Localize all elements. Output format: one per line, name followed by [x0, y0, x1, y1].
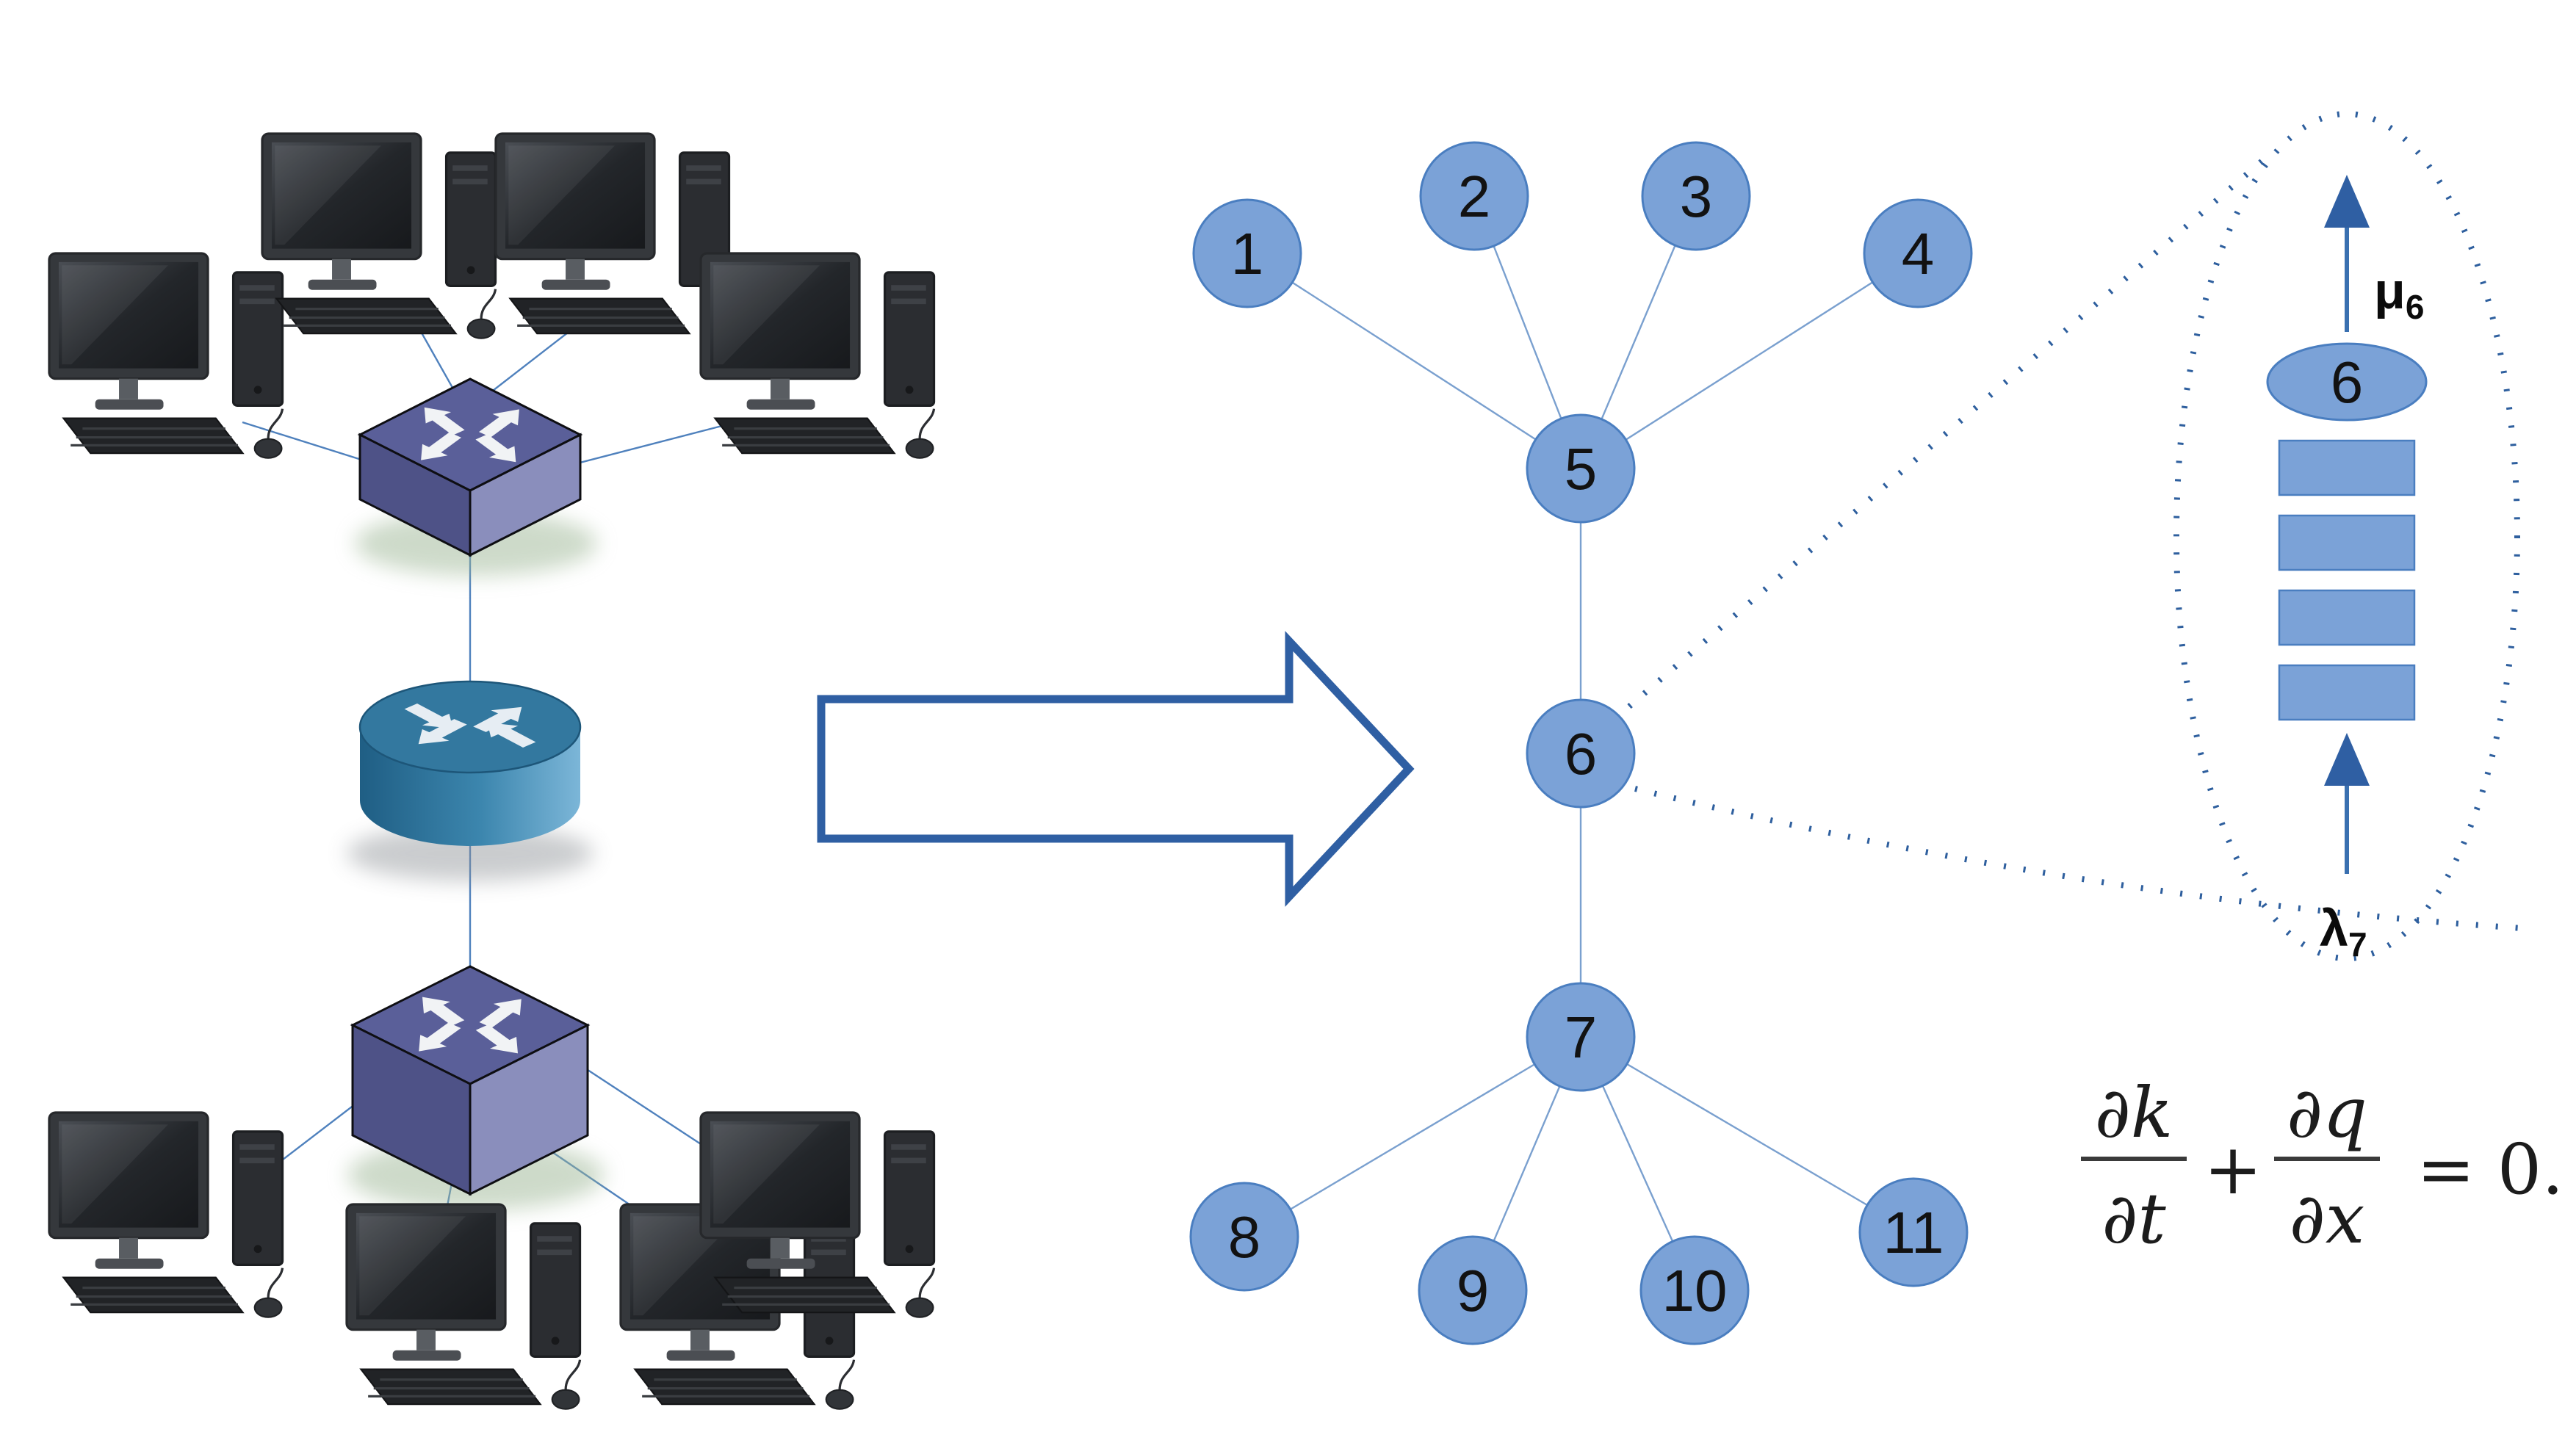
graph-node-4 — [1863, 198, 1973, 308]
equation-numerator-1: ∂k — [2095, 1073, 2173, 1154]
graph-node-label: 3 — [1680, 164, 1713, 229]
desktop-computer-icon — [494, 132, 731, 340]
graph-node-label: 6 — [1565, 721, 1598, 786]
graph-node-label: 9 — [1457, 1258, 1490, 1323]
graph-node-11 — [1858, 1177, 1969, 1287]
graph-node-label: 2 — [1458, 164, 1491, 229]
service-rate-label: μ6 — [2374, 262, 2424, 326]
router-top — [358, 680, 582, 774]
graph-nodes: 1 2 3 4 5 6 7 8 9 10 11 — [1189, 141, 1973, 1345]
callout-dotted-ellipse — [2173, 111, 2520, 961]
router-icon — [347, 680, 594, 881]
desktop-computer-icon — [48, 252, 284, 460]
right-block-arrow-icon — [817, 631, 1415, 907]
graph-edge — [1580, 252, 1919, 470]
graph-edge — [1580, 1035, 1914, 1234]
graph-node-1 — [1192, 198, 1302, 308]
graph-node-3 — [1641, 141, 1751, 251]
graph-node-8 — [1189, 1182, 1299, 1292]
switch-right-face — [469, 1023, 589, 1196]
graph-node-label: 8 — [1228, 1204, 1261, 1270]
network-switch-icon — [355, 377, 597, 576]
graph-node-10 — [1639, 1235, 1750, 1345]
desktop-computer-icon — [261, 132, 497, 340]
graph-node-9 — [1418, 1235, 1528, 1345]
arrival-rate-label: λ7 — [2320, 900, 2367, 963]
queue-slot — [2278, 439, 2416, 496]
graph-node-label: 11 — [1883, 1200, 1944, 1265]
graph-edge — [1244, 1035, 1581, 1238]
equation-denominator-2: ∂x — [2290, 1179, 2365, 1259]
arrival-arrow-icon — [2324, 733, 2370, 874]
graph-node-label: 4 — [1902, 221, 1935, 286]
desktop-computer-icon — [345, 1203, 582, 1411]
physical-network-illustration — [48, 132, 936, 1411]
queue-slot — [2278, 589, 2416, 646]
graph-node-5 — [1526, 413, 1636, 524]
queue-server-node-label: 6 — [2331, 350, 2364, 415]
queue-zoom-callout: μ6 6 λ7 — [1627, 111, 2523, 963]
queue-server-node — [2266, 342, 2428, 422]
queue-slot — [2278, 664, 2416, 721]
queue-buffer-slots — [2278, 439, 2416, 721]
graph-node-label: 7 — [1565, 1005, 1598, 1070]
equation-denominator-1: ∂t — [2101, 1179, 2166, 1259]
graph-node-label: 10 — [1662, 1258, 1728, 1323]
desktop-computer-icon — [699, 252, 936, 460]
graph-node-label: 1 — [1231, 221, 1264, 286]
graph-edge — [1246, 252, 1581, 470]
network-switch-icon — [347, 965, 605, 1210]
desktop-computer-icon — [48, 1111, 284, 1319]
router-shadow — [347, 825, 594, 881]
departure-arrow-icon — [2324, 175, 2370, 332]
equation-rhs: = 0. — [2417, 1129, 2564, 1210]
callout-connector-upper — [1627, 153, 2270, 709]
callout-connector-lower — [1634, 786, 2523, 931]
equation-plus-sign: + — [2204, 1129, 2262, 1210]
switch-right-face — [469, 433, 582, 557]
desktop-computer-icon — [699, 1111, 936, 1319]
graph-node-2 — [1419, 141, 1529, 251]
graph-node-7 — [1526, 982, 1636, 1092]
graph-node-6 — [1526, 698, 1636, 809]
flow-conservation-equation: ∂k ∂t + ∂q ∂x = 0. — [2081, 1073, 2564, 1259]
graph-node-label: 5 — [1565, 436, 1598, 502]
queue-slot — [2278, 514, 2416, 571]
equation-numerator-2: ∂q — [2287, 1073, 2367, 1154]
